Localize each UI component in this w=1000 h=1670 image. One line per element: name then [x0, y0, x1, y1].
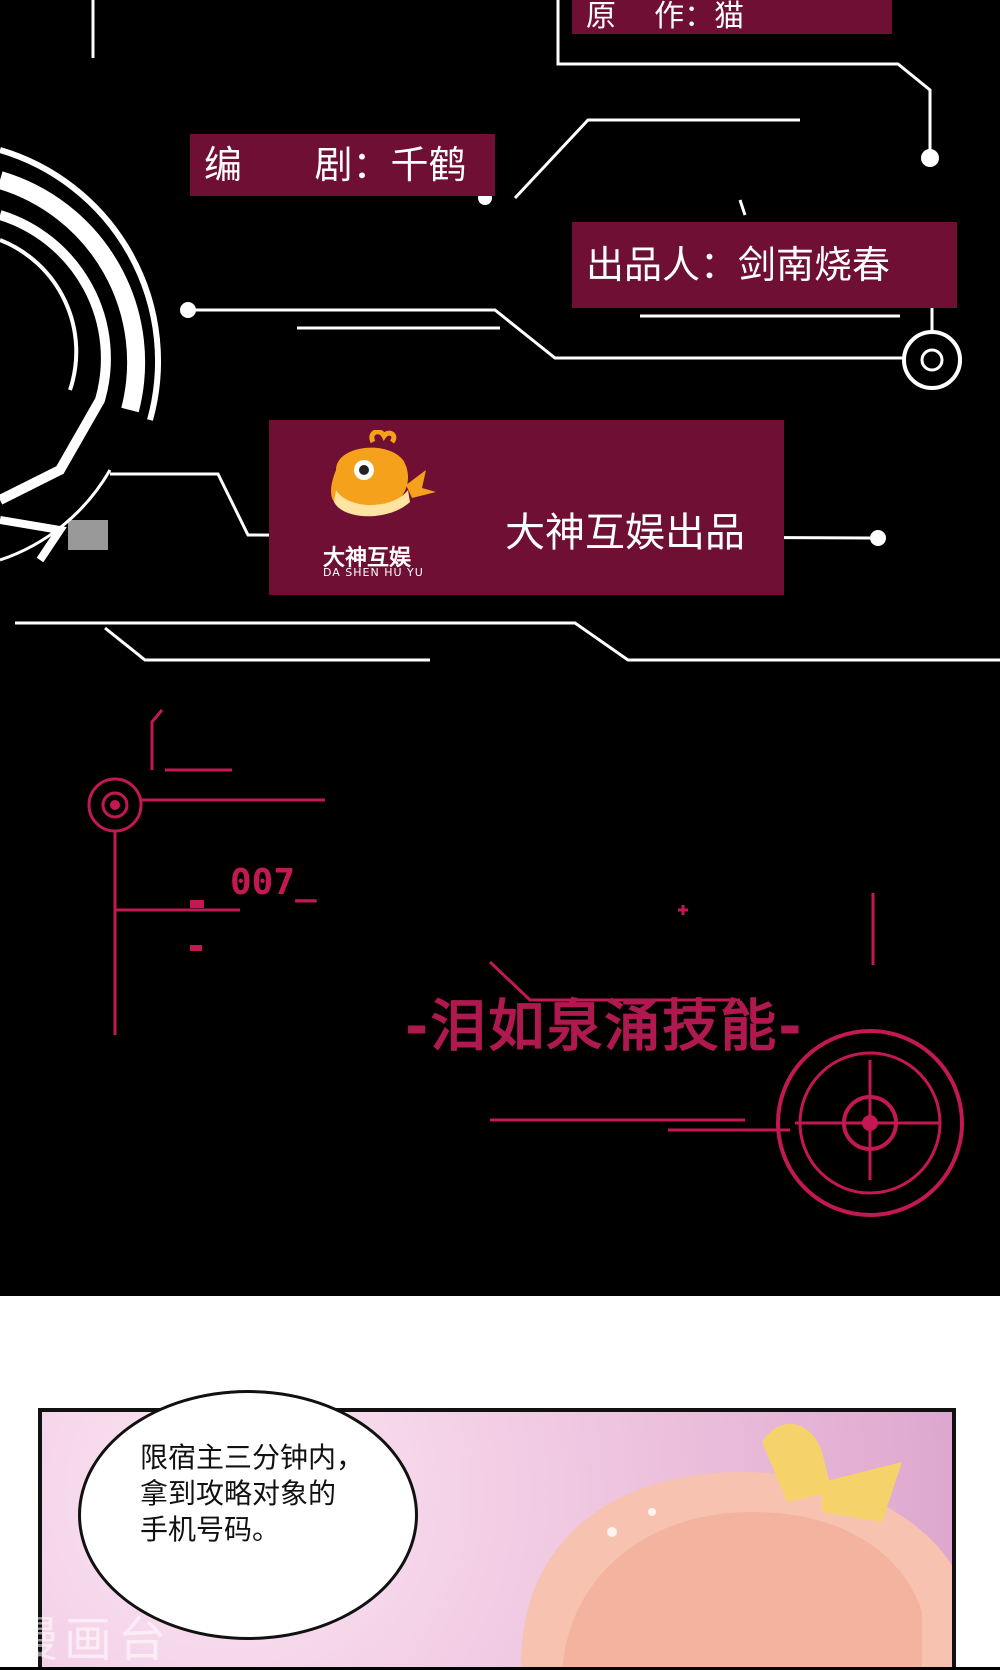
whale-logo-icon — [331, 430, 436, 517]
credit-screenwriter: 编 剧：千鹤 — [190, 134, 495, 196]
speech-line: 手机号码。 — [140, 1513, 281, 1546]
brand-presents: 大神互娱出品 — [505, 510, 745, 556]
title-scene: 原 作：猫 编 剧：千鹤 出品人：剑南烧春 大神互娱 DA SHEN HU YU… — [0, 0, 1000, 1217]
logo-name-cn: 大神互娱 — [323, 546, 412, 571]
skill-title: -泪如泉涌技能- — [405, 994, 804, 1060]
hud-lines — [0, 0, 1000, 1217]
credit-producer: 出品人：剑南烧春 — [572, 222, 957, 308]
speech-line: 拿到攻略对象的 — [140, 1477, 337, 1510]
credit-original-author: 原 作：猫 — [572, 0, 892, 34]
logo-name-en: DA SHEN HU YU — [323, 566, 424, 579]
speech-line: 限宿主三分钟内， — [140, 1441, 365, 1474]
character-hair-art — [521, 1423, 952, 1667]
speech-text: 限宿主三分钟内， 拿到攻略对象的 手机号码。 — [140, 1440, 400, 1548]
watermark: 漫画台 — [10, 1612, 173, 1668]
code-007: 007_ — [230, 862, 317, 903]
speech-bubble — [78, 1390, 418, 1640]
